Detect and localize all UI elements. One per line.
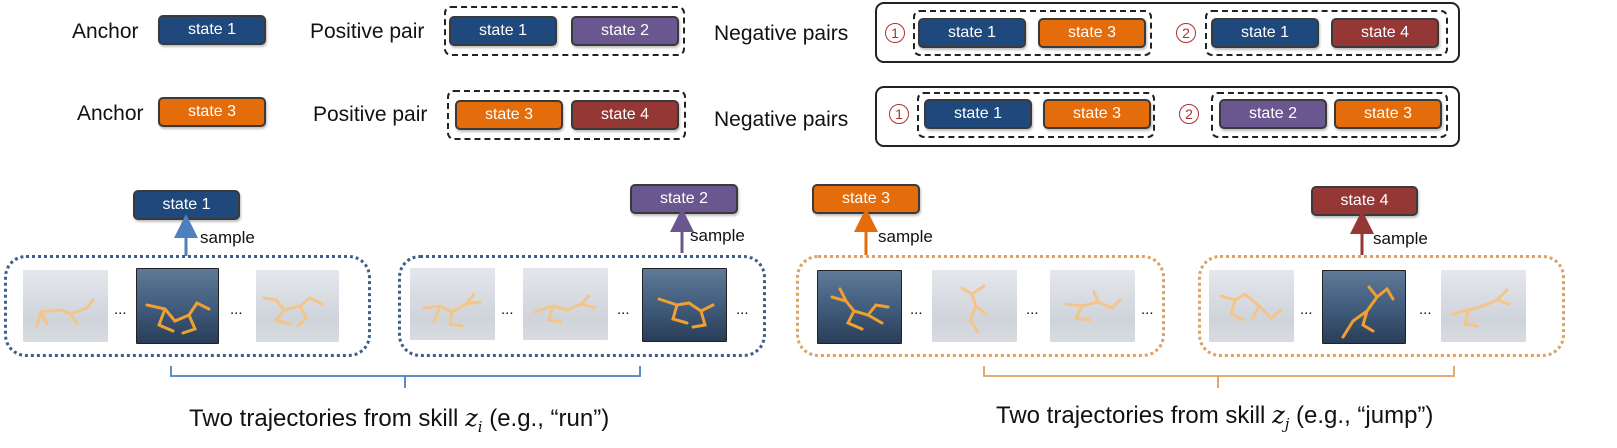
negative-pair-2-state-a-row2: state 2 [1219, 99, 1327, 129]
positive-state-a-row2: state 3 [455, 100, 563, 130]
trajectory-1-frame-2-sampled [136, 268, 219, 344]
negative-pairs-label-row1: Negative pairs [714, 22, 849, 45]
trajectory-1-frame-3 [256, 270, 339, 342]
trajectory-4-frame-3 [1441, 270, 1526, 342]
sampled-state-4: state 4 [1311, 186, 1418, 216]
number-2-marker-row1: 2 [1176, 23, 1196, 43]
ellipsis: ... [1300, 301, 1313, 318]
negative-pair-box-2-row2 [1211, 92, 1448, 138]
ellipsis: ... [617, 301, 630, 318]
brace-skill-j [983, 366, 1455, 388]
positive-state-a-row1: state 1 [449, 16, 557, 46]
negative-pair-2-state-a-row1: state 1 [1211, 18, 1319, 48]
negative-pair-2-state-b-row2: state 3 [1334, 99, 1442, 129]
negative-pair-1-state-a-row1: state 1 [918, 18, 1026, 48]
ellipsis: ... [1026, 301, 1039, 318]
negative-pair-box-1-row2 [917, 92, 1155, 138]
trajectory-2-frame-3-sampled [642, 268, 727, 342]
positive-state-b-row1: state 2 [571, 16, 679, 46]
number-1-marker-row1: 1 [885, 23, 905, 43]
ellipsis: ... [501, 301, 514, 318]
sample-label-4: sample [1373, 229, 1428, 248]
positive-pair-box-row2 [447, 90, 686, 140]
negative-pair-1-state-b-row2: state 3 [1043, 99, 1151, 129]
trajectory-1-box [4, 255, 371, 357]
positive-pair-box-row1 [444, 6, 685, 56]
trajectory-2-frame-2 [523, 268, 608, 340]
positive-state-b-row2: state 4 [571, 100, 679, 130]
trajectory-3-frame-3 [1050, 270, 1135, 342]
number-1-marker-row2: 1 [889, 104, 909, 124]
anchor-state-row2: state 3 [158, 97, 266, 127]
ellipsis: ... [736, 301, 749, 318]
trajectory-3-box [796, 255, 1165, 357]
ellipsis: ... [1141, 301, 1154, 318]
negative-pairs-container-row1 [875, 2, 1460, 63]
trajectory-4-frame-2-sampled [1322, 270, 1406, 344]
negative-pairs-container-row2 [875, 86, 1460, 147]
anchor-state-row1: state 1 [158, 15, 266, 45]
caption-skill-j: Two trajectories from skill zj (e.g., “j… [996, 401, 1434, 433]
negative-pairs-label-row2: Negative pairs [714, 108, 849, 131]
trajectory-4-box [1198, 255, 1565, 357]
trajectory-1-frame-1 [23, 270, 108, 342]
trajectory-4-frame-1 [1209, 270, 1294, 342]
negative-pair-2-state-b-row1: state 4 [1331, 18, 1439, 48]
ellipsis: ... [230, 301, 243, 318]
number-2-marker-row2: 2 [1179, 104, 1199, 124]
trajectory-2-frame-1 [410, 268, 495, 340]
anchor-label-row2: Anchor [77, 102, 144, 125]
sample-label-1: sample [200, 228, 255, 247]
caption-skill-i: Two trajectories from skill zi (e.g., “r… [189, 404, 610, 436]
trajectory-3-frame-1-sampled [817, 270, 902, 344]
brace-skill-i [170, 366, 641, 388]
negative-pair-box-1-row1 [913, 10, 1152, 56]
sample-label-3: sample [878, 227, 933, 246]
anchor-label-row1: Anchor [72, 20, 139, 43]
ellipsis: ... [114, 301, 127, 318]
sampled-state-3: state 3 [812, 184, 920, 214]
trajectory-2-box [398, 255, 766, 357]
ellipsis: ... [910, 301, 923, 318]
negative-pair-1-state-b-row1: state 3 [1038, 18, 1146, 48]
positive-pair-label-row2: Positive pair [313, 103, 428, 126]
ellipsis: ... [1419, 301, 1432, 318]
negative-pair-box-2-row1 [1205, 10, 1448, 56]
trajectory-3-frame-2 [932, 270, 1017, 342]
positive-pair-label-row1: Positive pair [310, 20, 425, 43]
negative-pair-1-state-a-row2: state 1 [924, 99, 1032, 129]
sample-label-2: sample [690, 226, 745, 245]
